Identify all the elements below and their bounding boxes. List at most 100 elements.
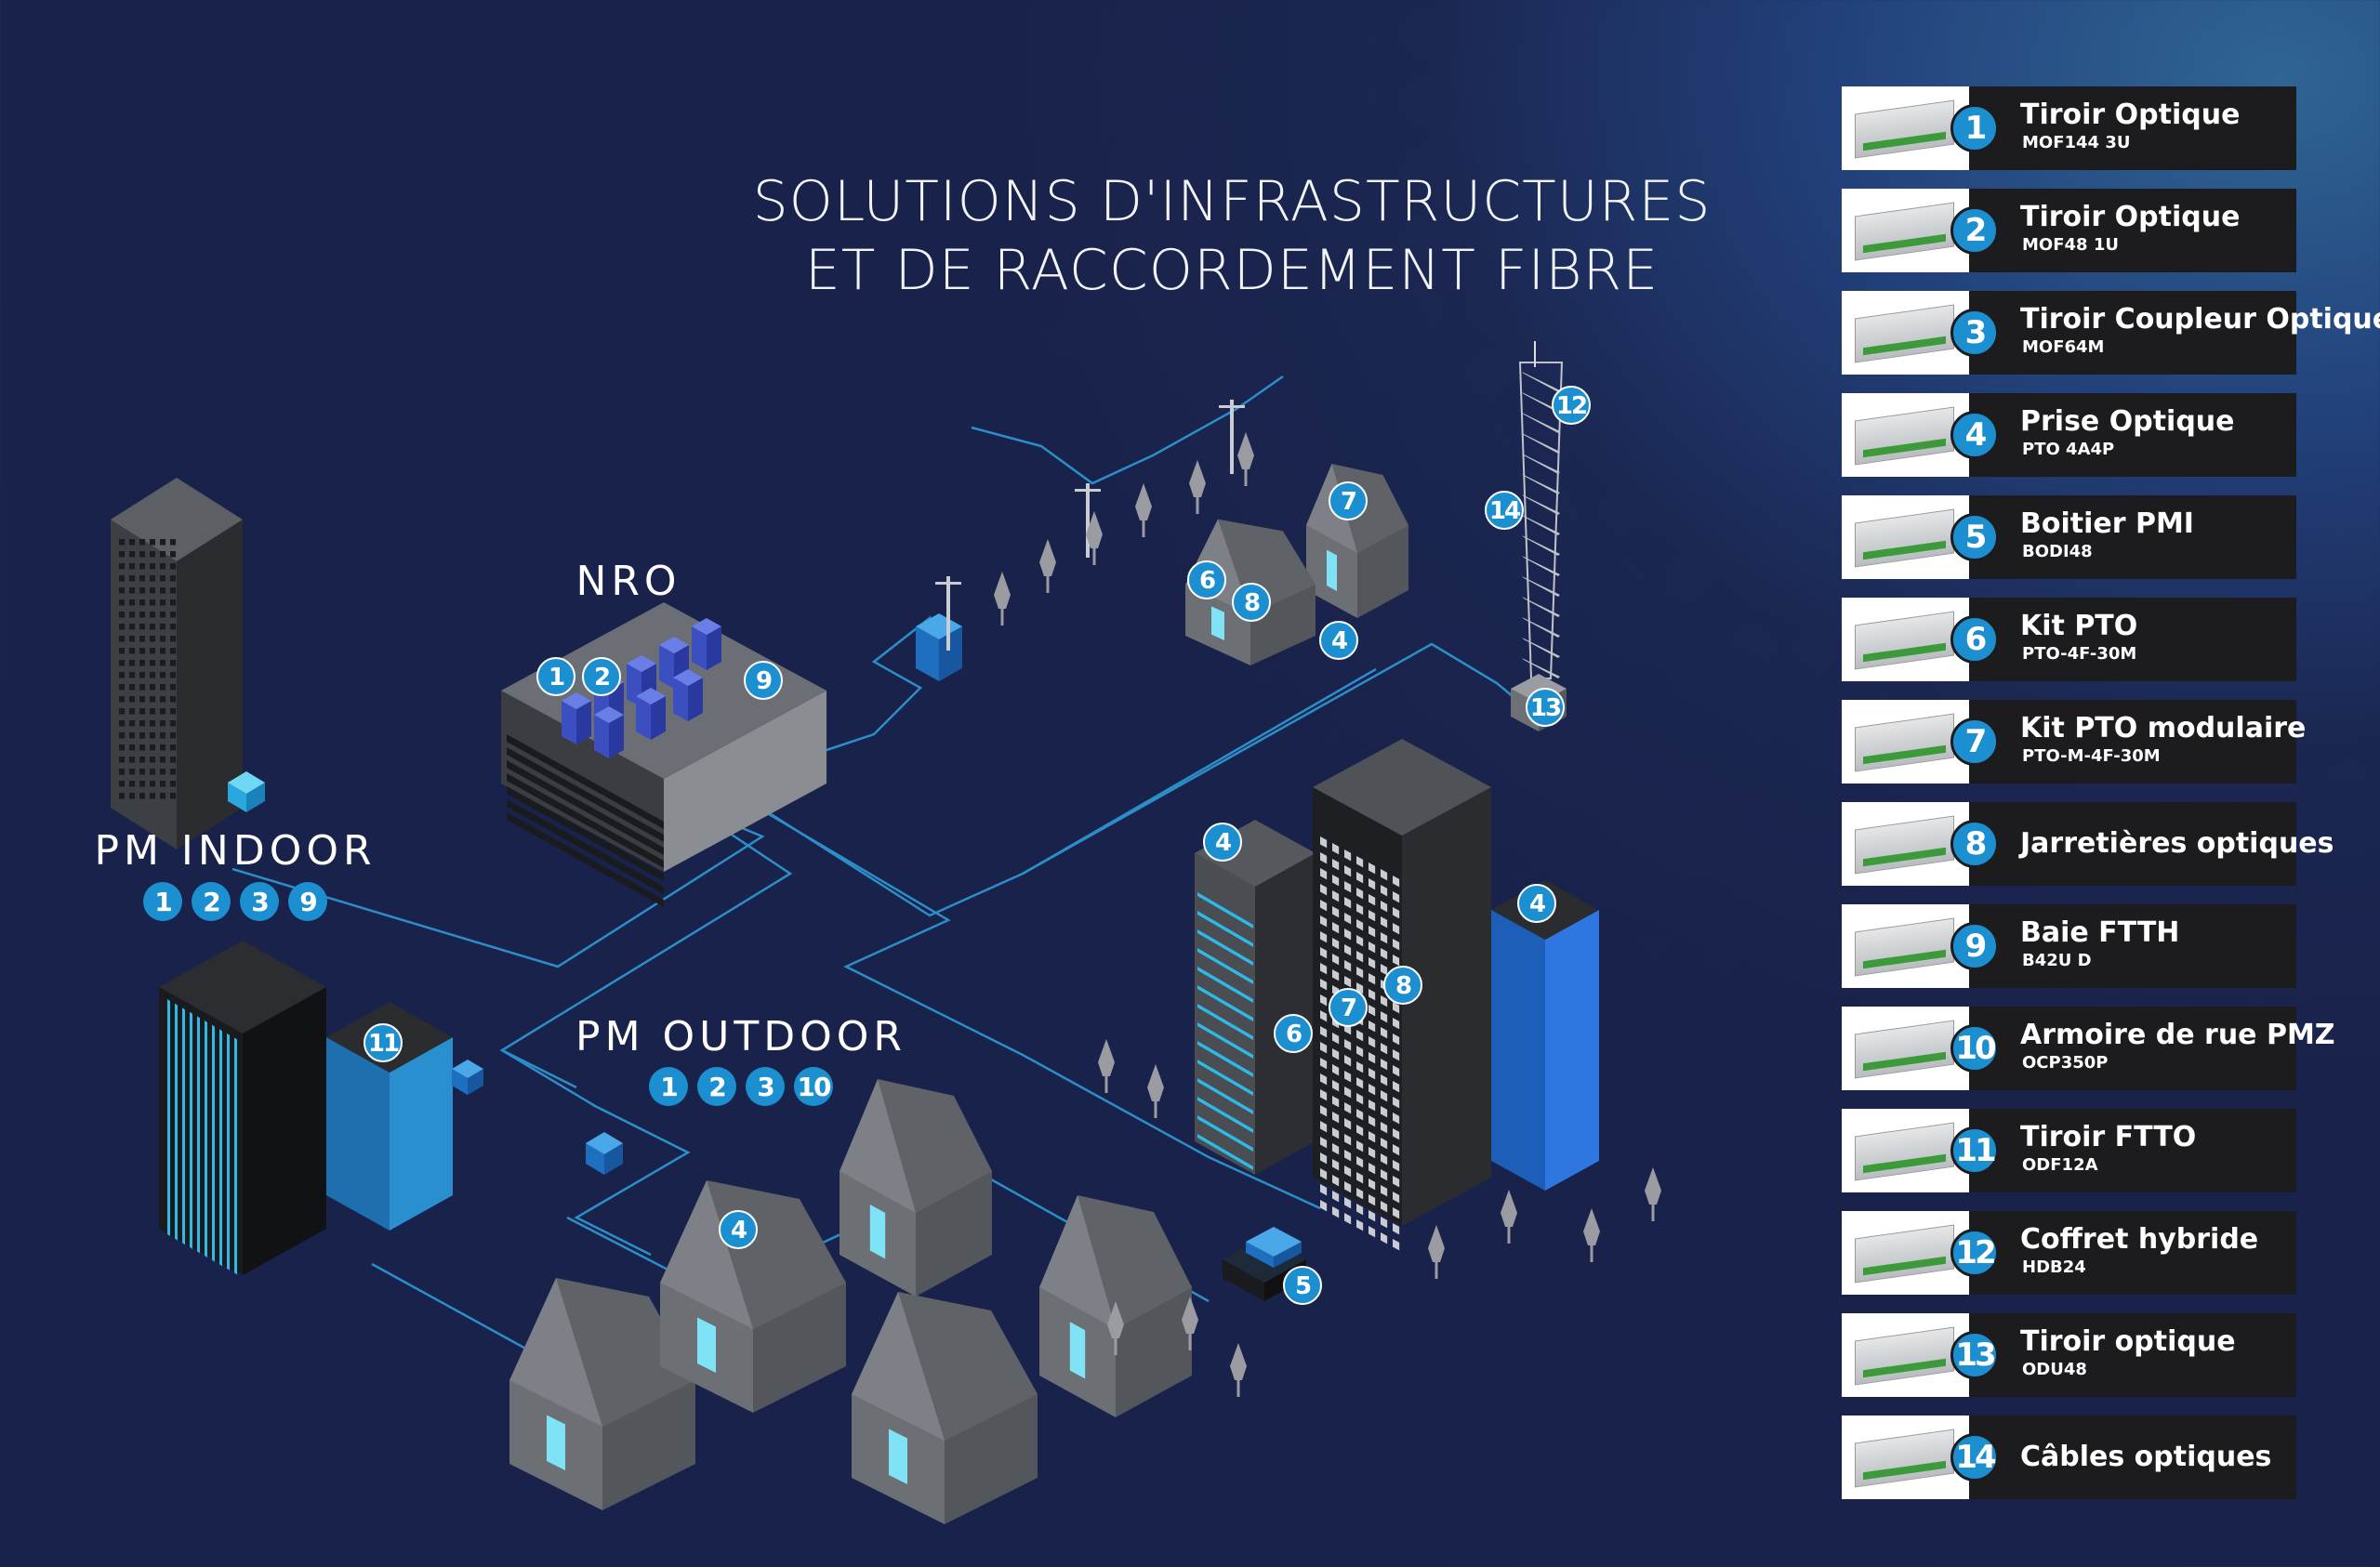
tower-center-right-face [1402, 787, 1491, 1226]
window-lit [1368, 1147, 1376, 1159]
scene-badge-11: 11 [364, 1023, 403, 1062]
window-lit [1344, 960, 1352, 972]
tree-icon [1086, 511, 1103, 548]
window-lit [1368, 878, 1376, 890]
window [119, 612, 126, 618]
window [119, 744, 126, 751]
window [150, 720, 156, 727]
legend-panel: 9 Baie FTTH B42U D [1950, 904, 2296, 988]
badge-circle [1526, 688, 1565, 727]
legend-code: MOF48 1U [2022, 235, 2119, 255]
scene-badge-2: 2 [582, 657, 621, 696]
window-lit [1381, 1201, 1388, 1213]
street-cabinet-right-face [939, 626, 962, 681]
window [139, 672, 146, 678]
legend-name: Tiroir Optique [2020, 201, 2241, 233]
window-lit [1356, 1156, 1364, 1168]
window-lit [1344, 865, 1352, 877]
window [119, 575, 126, 582]
badge-circle [1383, 966, 1422, 1005]
window [139, 757, 146, 763]
legend-item-11: 11 Tiroir FTTO ODF12A [1842, 1109, 2296, 1192]
nro-vent [507, 799, 664, 894]
badge-circle [1283, 1266, 1322, 1305]
window-lit [1332, 1096, 1340, 1108]
tree-trunk [1507, 1227, 1511, 1244]
window-lit [1332, 1112, 1340, 1124]
window [139, 612, 146, 618]
house-right-face [602, 1380, 695, 1510]
window-lit [1368, 1036, 1376, 1048]
window-lit [1393, 1128, 1400, 1140]
window [160, 793, 166, 799]
product-image [1842, 1313, 1969, 1397]
product-device-icon [1855, 202, 1954, 261]
window [170, 599, 177, 606]
badge-number: 1 [549, 664, 564, 691]
tower-left-stripe [1197, 929, 1253, 966]
scene-badge-7: 7 [1329, 988, 1368, 1027]
legend-name: Prise Optique [2020, 405, 2235, 438]
rack-right-face [609, 715, 624, 758]
window-lit [1320, 1089, 1328, 1101]
window [150, 660, 156, 666]
window [129, 551, 136, 558]
legend-number: 1 [1950, 104, 1999, 152]
window-lit [1344, 944, 1352, 956]
pm-indoor-tower-roof [159, 941, 326, 1034]
house-window [547, 1415, 565, 1470]
window-lit [1332, 938, 1340, 950]
window [119, 660, 126, 666]
window [119, 563, 126, 570]
window-lit [1393, 1065, 1400, 1077]
legend-name: Tiroir optique [2020, 1325, 2236, 1358]
scene-badge-4: 4 [719, 1210, 758, 1249]
window [139, 599, 146, 606]
title-line-1: SOLUTIONS D'INFRASTRUCTURES [752, 169, 1712, 234]
legend-number: 14 [1950, 1433, 1999, 1481]
zone-label-pm-outdoor: PM OUTDOOR [575, 1013, 906, 1060]
page-title: SOLUTIONS D'INFRASTRUCTURES ET DE RACCOR… [651, 167, 1813, 305]
scene-badge-5: 5 [1283, 1266, 1322, 1305]
ftto-cube-right-face [468, 1069, 483, 1095]
window [129, 793, 136, 799]
window-lit [1344, 1039, 1352, 1051]
window [119, 636, 126, 642]
legend-item-5: 5 Boitier PMI BODI48 [1842, 495, 2296, 579]
window-lit [1320, 979, 1328, 991]
window-lit [1393, 1223, 1400, 1235]
window-lit [1356, 872, 1364, 884]
product-image [1842, 393, 1969, 477]
window-lit [1381, 1059, 1388, 1071]
utility-pole [1230, 400, 1234, 474]
zone-label-pm-indoor: PM INDOOR [94, 827, 377, 875]
legend-code: ODU48 [2022, 1360, 2087, 1379]
rack-right-face [688, 678, 703, 721]
window-lit [1320, 1184, 1328, 1196]
window-lit [1356, 1109, 1364, 1121]
window [150, 539, 156, 546]
window-lit [1332, 1206, 1340, 1218]
house-window [889, 1429, 907, 1484]
window-lit [1393, 1113, 1400, 1125]
window-lit [1393, 939, 1400, 951]
legend-number: 6 [1950, 615, 1999, 664]
window-lit [1344, 1134, 1352, 1146]
zone-label-nro: NRO [575, 558, 681, 605]
tower-lattice [1522, 392, 1560, 413]
window [119, 648, 126, 654]
window-lit [1356, 1204, 1364, 1216]
window-lit [1320, 1042, 1328, 1054]
scene-badge-8: 8 [1232, 583, 1271, 622]
window-lit [1393, 923, 1400, 935]
window-lit [1381, 1027, 1388, 1039]
tower-left-stripe [1197, 1060, 1253, 1096]
window-lit [1393, 1192, 1400, 1204]
window-lit [1356, 1125, 1364, 1137]
window [119, 551, 126, 558]
window-lit [1344, 849, 1352, 862]
product-device-icon [1855, 1326, 1954, 1386]
window [160, 769, 166, 775]
badge-circle [1552, 386, 1591, 425]
window-lit [1393, 1176, 1400, 1188]
